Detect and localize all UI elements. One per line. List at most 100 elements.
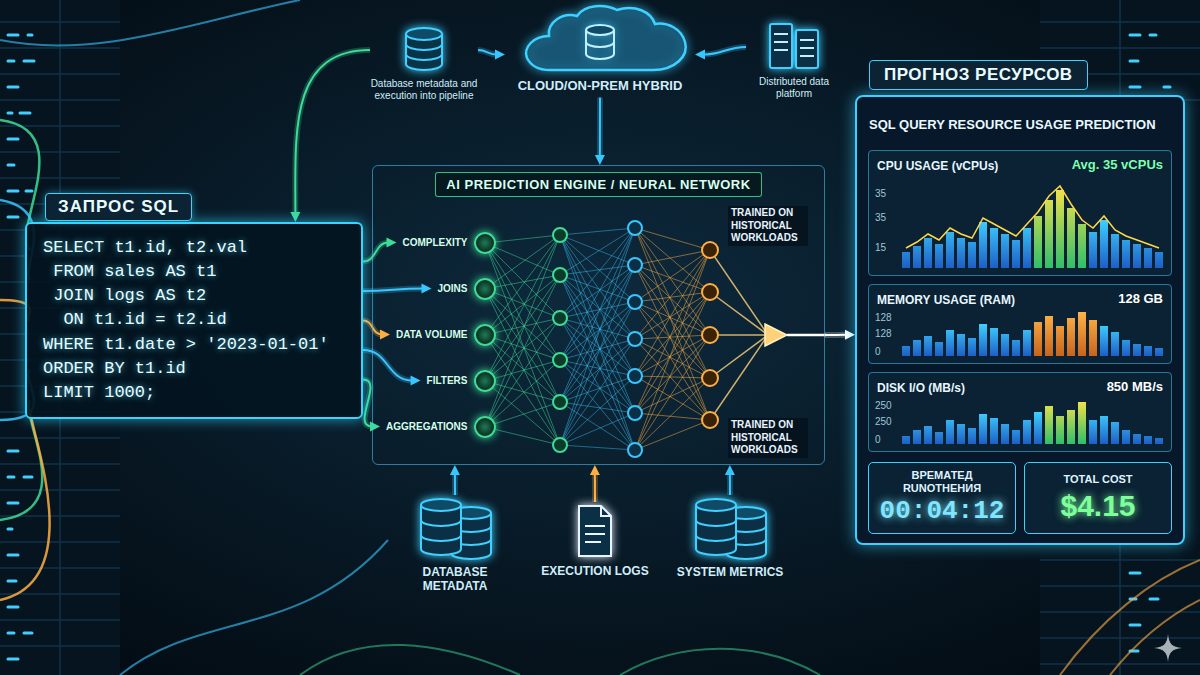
code-line: LIMIT 1000;	[43, 381, 349, 405]
neuron	[628, 295, 642, 309]
connector	[695, 47, 746, 60]
arrow-heads	[495, 50, 505, 60]
chart-value: 128 GB	[1118, 291, 1163, 306]
connector-line	[729, 473, 731, 495]
execution-logs: EXECUTION LOGS	[540, 502, 650, 582]
stat-fill	[1024, 462, 1172, 534]
note-label: TRAINED ON HISTORICAL WORKLOADS	[728, 206, 808, 246]
connector-glow	[825, 332, 847, 338]
stat-title: ВРЕМАТЕД RUNOTНЕНИЯ	[875, 469, 1009, 494]
neuron	[702, 412, 718, 428]
cpu-bars	[906, 220, 1159, 268]
feature-label: JOINS	[437, 283, 467, 294]
chart-title: DISK I/O (MB/s)	[877, 381, 965, 395]
feature-label: AGGREGATIONS	[386, 421, 467, 432]
axis-label: 0	[875, 346, 881, 357]
neuron	[628, 406, 642, 420]
input-neuron	[474, 370, 496, 392]
cost-box: TOTAL COST$4.15	[1024, 462, 1172, 534]
neuron	[553, 268, 567, 282]
text-slot: 850 MB/s	[1107, 377, 1163, 395]
cable	[1060, 560, 1200, 675]
note-label: TRAINED ON HISTORICAL WORKLOADS	[728, 418, 808, 458]
feature-label: DATA VOLUME	[396, 329, 467, 340]
text-slot: Avg. 35 vCPUs	[1072, 155, 1163, 173]
neuron	[702, 284, 718, 300]
axis-label: 250	[875, 416, 892, 427]
arrow-heads	[595, 155, 605, 165]
neuron	[553, 438, 567, 452]
text-slot: TRAINED ON HISTORICAL WORKLOADS	[728, 206, 808, 246]
disk-bars	[906, 412, 1159, 444]
memory-peak-bars	[1038, 312, 1093, 356]
chart-fill	[868, 372, 1172, 452]
input-neuron	[474, 324, 496, 346]
icon-label: Distributed data platform	[746, 76, 842, 100]
text-slot: 35	[875, 207, 886, 225]
memory-bars	[906, 324, 1159, 356]
db-top	[421, 499, 461, 511]
prediction-panel: ПРОГНОЗ РЕСУРСОВSQL QUERY RESOURCE USAGE…	[855, 95, 1185, 545]
chart-title: CPU USAGE (vCPUs)	[877, 159, 998, 173]
text-slot: TRAINED ON HISTORICAL WORKLOADS	[728, 418, 808, 458]
hidden-layer	[553, 228, 567, 452]
arrow-heads	[845, 330, 855, 340]
neuron	[628, 443, 642, 457]
connector	[450, 465, 460, 495]
runtime-box: ВРЕМАТЕД RUNOTНЕНИЯ00:04:12	[868, 462, 1016, 534]
connector-glow	[597, 98, 603, 157]
neuron	[553, 228, 567, 242]
icon-label: Database metadata and execution into pip…	[370, 78, 478, 102]
connector-line	[295, 50, 370, 214]
connector-line	[363, 243, 388, 262]
arrow-head	[725, 465, 735, 475]
connector	[725, 465, 735, 495]
metadata-store: DATABASE METADATA	[395, 495, 515, 598]
network-links	[560, 228, 635, 450]
chart-fill	[868, 284, 1172, 364]
memory-chart: MEMORY USAGE (RAM)128 GB1281280	[868, 284, 1172, 364]
feature-label: COMPLEXITY	[402, 237, 467, 248]
neuron	[702, 242, 718, 258]
connector-glow	[703, 47, 746, 55]
arrow-heads	[590, 465, 600, 475]
neuron	[553, 395, 567, 409]
connector	[595, 98, 605, 165]
system-metrics: SYSTEM METRICS	[670, 495, 790, 583]
arrow-heads	[380, 330, 390, 340]
connector-glow	[295, 50, 370, 214]
db-top	[696, 499, 736, 511]
db-body	[421, 505, 461, 555]
cpu-trend-line	[906, 186, 1159, 248]
arrow-head	[380, 330, 390, 340]
metadata-source: Database metadata and execution into pip…	[370, 26, 478, 106]
connector	[590, 465, 600, 502]
output-line	[787, 334, 826, 337]
code-line: WHERE t1.date > '2023-01-01'	[43, 333, 349, 357]
text-slot: SQL QUERY RESOURCE USAGE PREDICTION	[869, 117, 1171, 132]
axis-label: 128	[875, 328, 892, 339]
neuron	[628, 221, 642, 235]
text-slot: 250	[875, 411, 892, 429]
text-slot: DISK I/O (MB/s)	[877, 378, 965, 396]
chart-fill	[868, 150, 1172, 276]
network-links	[635, 228, 710, 450]
neuron	[702, 370, 718, 386]
arrow-heads	[290, 212, 300, 222]
sql-query-panel: ЗАПРОС SQLSELECT t1.id, t2.valFROM sales…	[25, 222, 363, 419]
icon-label: SYSTEM METRICS	[677, 565, 784, 579]
network-links	[485, 235, 560, 445]
feature-input: JOINS	[431, 278, 495, 300]
input-neuron	[474, 232, 496, 254]
node-icon	[505, 2, 695, 74]
arrow-head	[450, 465, 460, 475]
watermark-star	[1154, 634, 1182, 662]
code-line: FROM sales AS t1	[43, 260, 349, 284]
text-slot: 15	[875, 237, 886, 255]
arrow-head	[421, 284, 431, 294]
db-fill	[421, 505, 461, 555]
text-slot: 128 GB	[1118, 289, 1163, 307]
panel-fill	[855, 95, 1185, 545]
connector-glow	[363, 380, 372, 427]
